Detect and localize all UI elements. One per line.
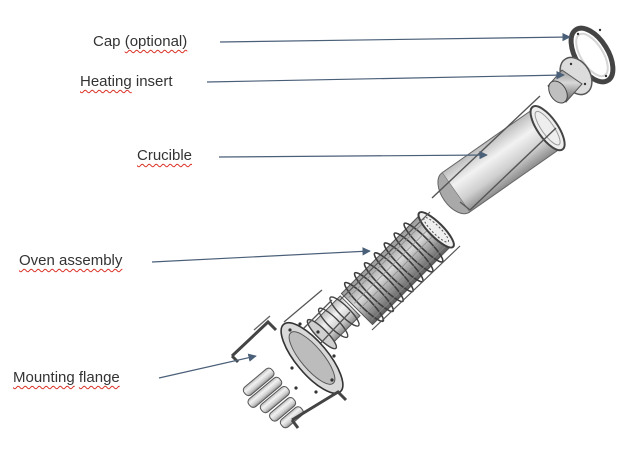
label-cap-word: Cap <box>93 33 121 50</box>
heating-insert <box>547 56 593 104</box>
label-cap-rest: (optional) <box>124 33 188 50</box>
label-oven-assembly-text: Oven assembly <box>19 252 123 269</box>
crucible <box>431 95 566 215</box>
label-mounting-flange-word: Mounting <box>13 369 75 386</box>
label-heating-insert: Heating insert <box>80 73 173 91</box>
label-oven-assembly: Oven assembly <box>19 252 122 270</box>
leader-line-heating-insert <box>206 70 565 83</box>
label-heating-insert-rest: insert <box>135 73 173 90</box>
leader-line-crucible <box>218 150 488 160</box>
leader-line-oven-assembly <box>151 247 371 263</box>
label-mounting-flange: Mounting flange <box>13 369 120 387</box>
leader-line-cap <box>219 32 571 43</box>
label-crucible: Crucible <box>137 147 192 165</box>
label-cap: Cap (optional) <box>93 33 187 51</box>
leader-line-mounting-flange <box>158 353 257 379</box>
oven-assembly <box>306 211 461 350</box>
label-crucible-text: Crucible <box>137 147 193 164</box>
leader-lines <box>151 32 571 379</box>
label-mounting-flange-rest: flange <box>78 369 120 386</box>
mounting-flange <box>230 289 351 429</box>
label-heating-insert-word: Heating <box>80 73 132 90</box>
